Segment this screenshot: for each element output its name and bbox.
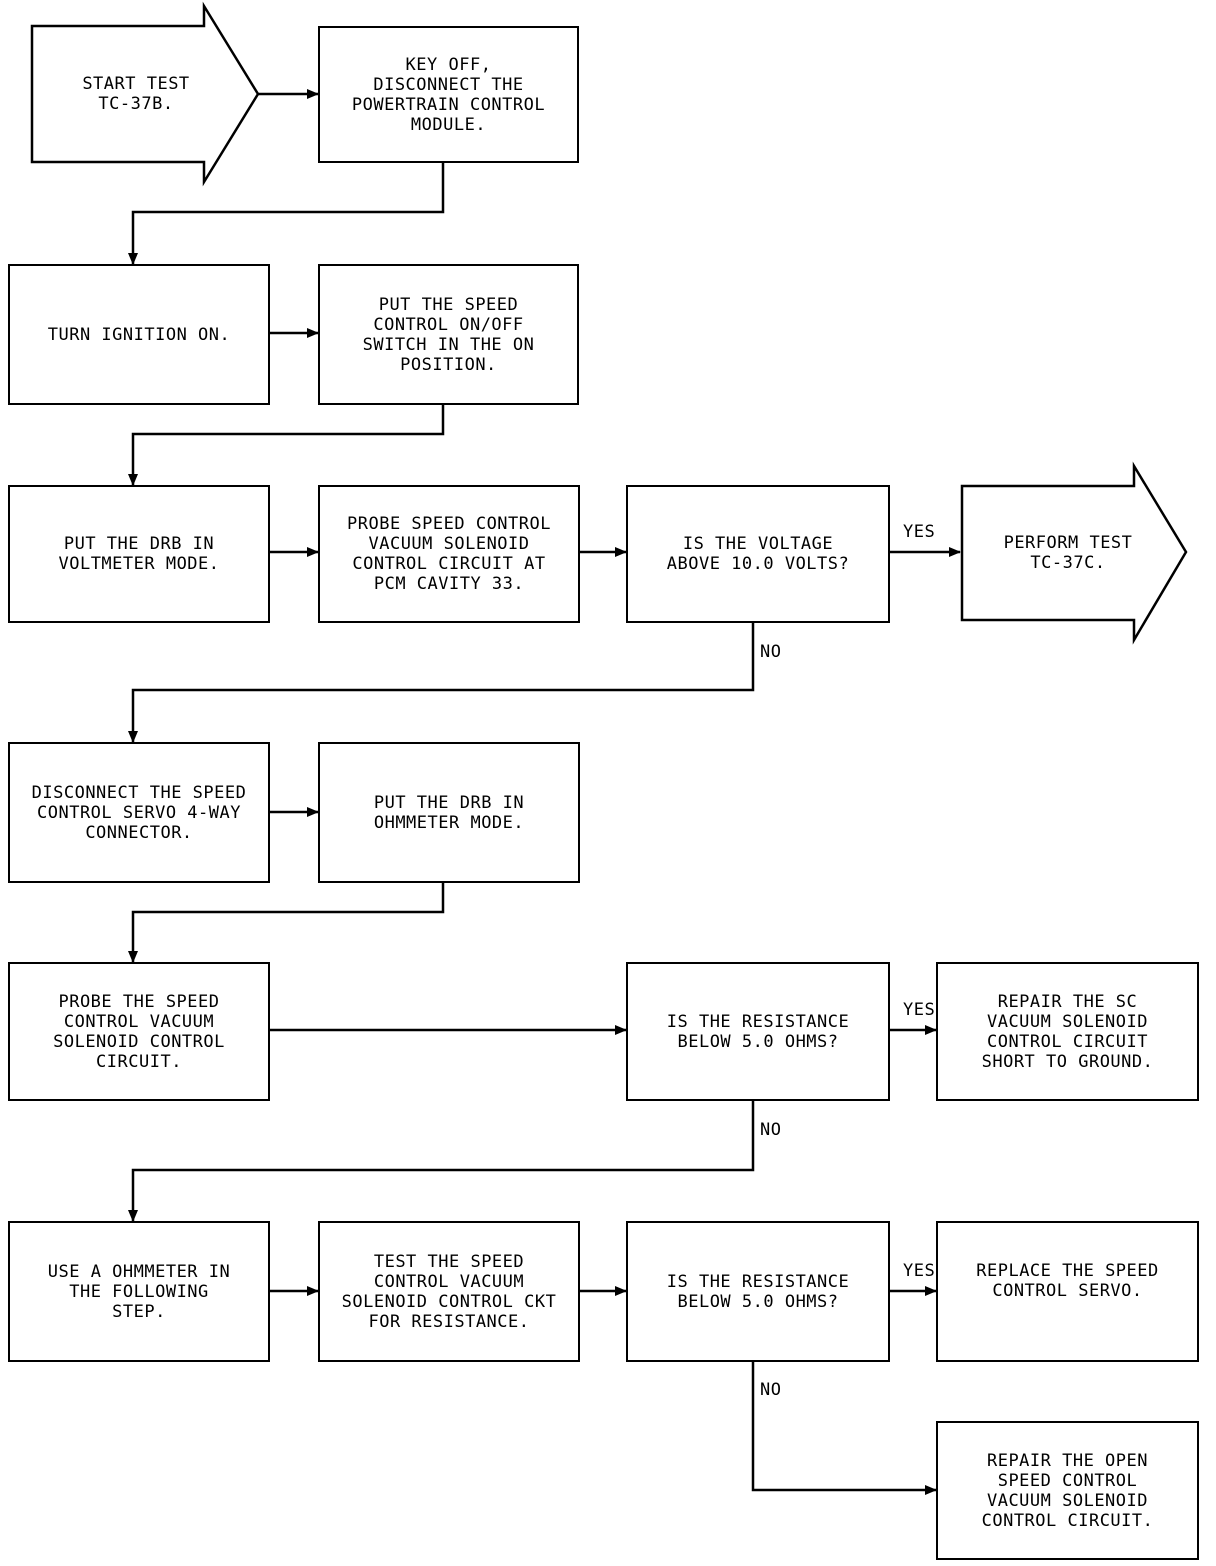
step-disconnect-servo-box: DISCONNECT THE SPEED CONTROL SERVO 4-WAY… [8, 742, 270, 883]
connector-switch-to-voltmeter [128, 405, 445, 486]
resistance-2-yes-label: YES [903, 1261, 936, 1281]
step-probe-pcm-box: PROBE SPEED CONTROL VACUUM SOLENOID CONT… [318, 485, 580, 623]
step-probe-circuit-text: PROBE THE SPEED CONTROL VACUUM SOLENOID … [53, 991, 225, 1072]
connector-resistance1-no [128, 1101, 755, 1222]
start-arrow-shape [30, 1, 260, 187]
step-drb-ohmmeter-box: PUT THE DRB IN OHMMETER MODE. [318, 742, 580, 883]
step-probe-circuit-box: PROBE THE SPEED CONTROL VACUUM SOLENOID … [8, 962, 270, 1101]
decision-voltage-box: IS THE VOLTAGE ABOVE 10.0 VOLTS? [626, 485, 890, 623]
step-probe-pcm-text: PROBE SPEED CONTROL VACUUM SOLENOID CONT… [347, 514, 551, 594]
decision-resistance-1-box: IS THE RESISTANCE BELOW 5.0 OHMS? [626, 962, 890, 1101]
step-drb-ohmmeter-text: PUT THE DRB IN OHMMETER MODE. [373, 792, 525, 833]
connector-ohmmeter-to-probe-circuit [128, 883, 445, 963]
decision-resistance-2-text: IS THE RESISTANCE BELOW 5.0 OHMS? [666, 1271, 850, 1312]
voltage-no-label: NO [760, 642, 782, 662]
resistance-1-yes-label: YES [903, 1000, 936, 1020]
decision-resistance-2-box: IS THE RESISTANCE BELOW 5.0 OHMS? [626, 1221, 890, 1362]
result-repair-short-box: REPAIR THE SC VACUUM SOLENOID CONTROL CI… [936, 962, 1199, 1101]
connector-keyoff-to-ignition [128, 163, 445, 265]
step-turn-ignition-text: TURN IGNITION ON. [47, 324, 231, 345]
step-speed-control-switch-box: PUT THE SPEED CONTROL ON/OFF SWITCH IN T… [318, 264, 579, 405]
result-replace-servo-text: REPLACE THE SPEED CONTROL SERVO. [976, 1261, 1159, 1301]
step-use-ohmmeter-text: USE A OHMMETER IN THE FOLLOWING STEP. [47, 1261, 231, 1322]
step-turn-ignition-box: TURN IGNITION ON. [8, 264, 270, 405]
step-test-ckt-box: TEST THE SPEED CONTROL VACUUM SOLENOID C… [318, 1221, 580, 1362]
step-key-off-text: KEY OFF, DISCONNECT THE POWERTRAIN CONTR… [351, 54, 546, 135]
decision-resistance-1-text: IS THE RESISTANCE BELOW 5.0 OHMS? [666, 1011, 850, 1052]
step-disconnect-servo-text: DISCONNECT THE SPEED CONTROL SERVO 4-WAY… [31, 782, 247, 843]
step-test-ckt-text: TEST THE SPEED CONTROL VACUUM SOLENOID C… [341, 1251, 557, 1332]
start-test-label: START TEST TC-37B. [82, 74, 190, 114]
resistance-2-no-label: NO [760, 1380, 782, 1400]
connector-resistance2-no [751, 1362, 937, 1495]
step-speed-control-switch-text: PUT THE SPEED CONTROL ON/OFF SWITCH IN T… [362, 294, 535, 375]
step-key-off-box: KEY OFF, DISCONNECT THE POWERTRAIN CONTR… [318, 26, 579, 163]
step-drb-voltmeter-text: PUT THE DRB IN VOLTMETER MODE. [58, 534, 220, 574]
result-repair-open-text: REPAIR THE OPEN SPEED CONTROL VACUUM SOL… [981, 1450, 1154, 1531]
step-drb-voltmeter-box: PUT THE DRB IN VOLTMETER MODE. [8, 485, 270, 623]
step-use-ohmmeter-box: USE A OHMMETER IN THE FOLLOWING STEP. [8, 1221, 270, 1362]
perform-test-label: PERFORM TEST TC-37C. [1003, 533, 1133, 573]
voltage-yes-label: YES [903, 522, 936, 542]
connector-voltage-no [128, 623, 755, 743]
resistance-1-no-label: NO [760, 1120, 782, 1140]
result-repair-short-text: REPAIR THE SC VACUUM SOLENOID CONTROL CI… [981, 991, 1154, 1072]
decision-voltage-text: IS THE VOLTAGE ABOVE 10.0 VOLTS? [666, 534, 850, 574]
perform-test-arrow-shape [960, 461, 1188, 645]
result-replace-servo-box: REPLACE THE SPEED CONTROL SERVO. [936, 1221, 1199, 1362]
result-repair-open-box: REPAIR THE OPEN SPEED CONTROL VACUUM SOL… [936, 1421, 1199, 1560]
